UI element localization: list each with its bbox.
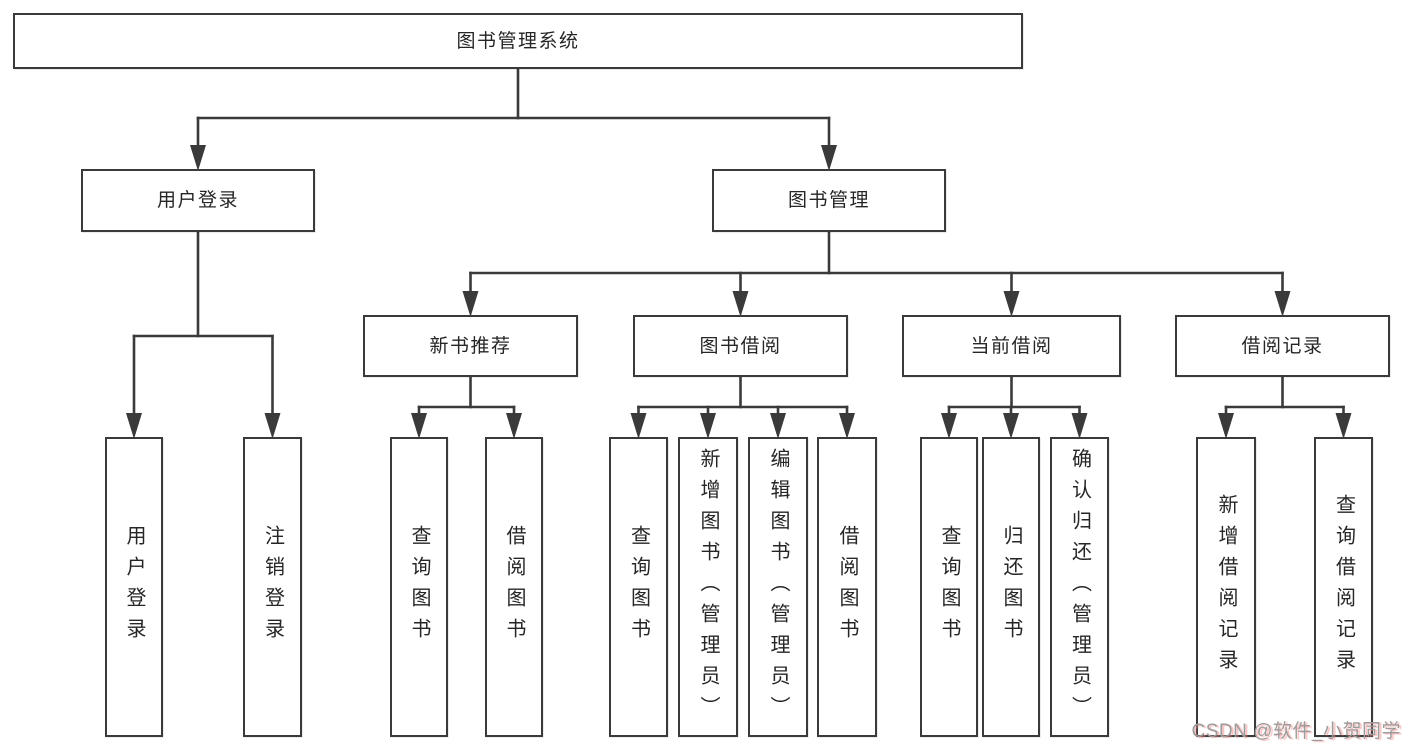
node-label: 查询图书 — [627, 525, 650, 649]
node-book-management-system: 图书管理系统 — [13, 13, 1023, 69]
leaf-query-books: 查询图书 — [390, 437, 448, 737]
leaf-return-books: 归还图书 — [982, 437, 1040, 737]
node-label: 查询图书 — [938, 525, 960, 649]
node-label: 图书借阅 — [699, 335, 782, 357]
node-borrow-records: 借阅记录 — [1175, 315, 1390, 377]
node-book-borrowing: 图书借阅 — [633, 315, 848, 377]
leaf-borrow-books: 借阅图书 — [485, 437, 543, 737]
node-new-book-recommend: 新书推荐 — [363, 315, 578, 377]
node-label: 借阅记录 — [1241, 335, 1324, 357]
node-user-login: 用户登录 — [81, 169, 315, 232]
leaf-add-books-admin: 新增图书（管理员） — [678, 437, 738, 737]
node-label: 用户登录 — [156, 190, 239, 211]
node-current-borrowing: 当前借阅 — [902, 315, 1121, 377]
node-book-management: 图书管理 — [712, 169, 946, 232]
node-label: 当前借阅 — [970, 335, 1053, 357]
leaf-query-books: 查询图书 — [920, 437, 978, 737]
leaf-user-login: 用户登录 — [105, 437, 163, 737]
leaf-confirm-return-admin: 确认归还（管理员） — [1050, 437, 1109, 737]
node-label: 归还图书 — [1000, 525, 1022, 649]
node-label: 新增借阅记录 — [1215, 494, 1237, 680]
leaf-borrow-books: 借阅图书 — [817, 437, 877, 737]
watermark: CSDN @软件_小贺同学 — [1191, 721, 1401, 742]
node-label: 借阅图书 — [503, 525, 525, 649]
leaf-query-books: 查询图书 — [609, 437, 668, 737]
node-label: 编辑图书（管理员） — [767, 447, 789, 727]
leaf-add-borrow-record: 新增借阅记录 — [1196, 437, 1256, 737]
leaf-edit-books-admin: 编辑图书（管理员） — [748, 437, 808, 737]
leaf-query-borrow-record: 查询借阅记录 — [1314, 437, 1373, 737]
node-label: 确认归还（管理员） — [1068, 447, 1091, 727]
node-label: 查询图书 — [408, 525, 430, 649]
leaf-logout: 注销登录 — [243, 437, 302, 737]
node-label: 图书管理系统 — [456, 30, 580, 52]
node-label: 新书推荐 — [429, 335, 512, 357]
node-label: 查询借阅记录 — [1332, 494, 1355, 680]
node-label: 注销登录 — [261, 525, 284, 649]
node-label: 图书管理 — [787, 190, 870, 211]
node-label: 新增图书（管理员） — [697, 447, 719, 727]
node-label: 借阅图书 — [836, 525, 858, 649]
node-label: 用户登录 — [123, 525, 145, 649]
